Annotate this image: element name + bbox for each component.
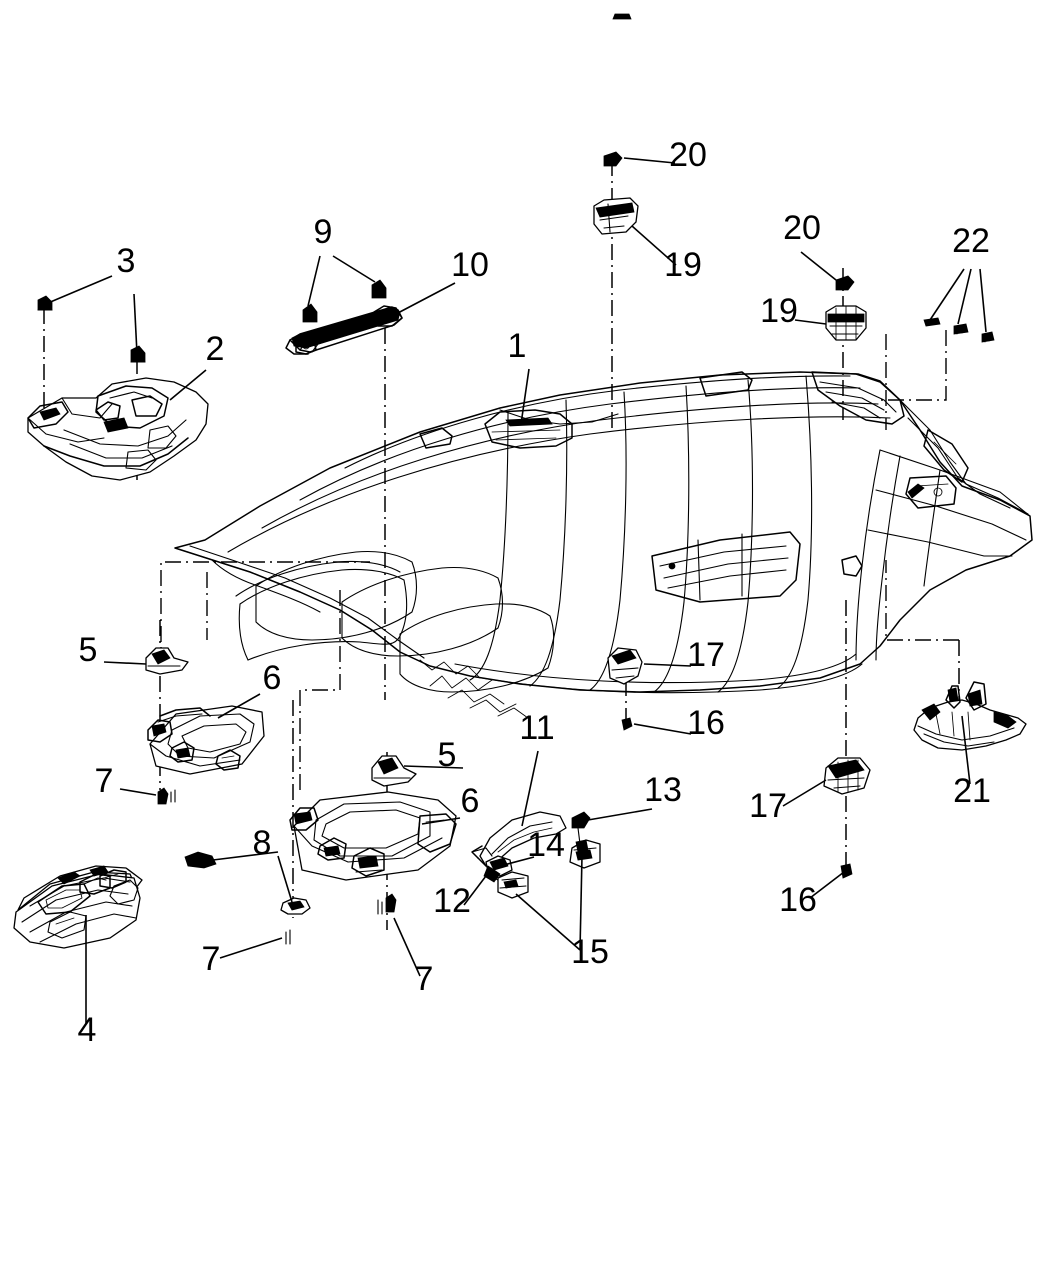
callout-3: 3 <box>117 242 136 280</box>
callout-16-a: 16 <box>687 704 725 742</box>
callout-16-b: 16 <box>779 881 817 919</box>
callout-12: 12 <box>433 882 471 920</box>
callout-numbers: 1 2 3 4 5 5 6 6 7 7 7 8 9 10 11 12 13 14… <box>78 136 991 1049</box>
callout-14: 14 <box>527 826 565 864</box>
sun-visor-right-drawing <box>289 791 457 881</box>
callout-9: 9 <box>314 213 333 251</box>
coat-hook-screw-a-drawing <box>621 717 633 731</box>
sun-visor-left-drawing <box>147 705 265 775</box>
visor-screws-bc-drawing <box>285 893 397 945</box>
lower-trim-bracket-drawing <box>913 681 1027 751</box>
headliner-panel-drawing <box>174 371 1033 719</box>
handle-pin-drawing <box>571 811 591 853</box>
callout-17-b: 17 <box>749 787 787 825</box>
pillar-trim-fastener-drawings <box>923 317 995 343</box>
coat-hook-b-drawing <box>823 757 871 795</box>
callout-20-b: 20 <box>783 209 821 247</box>
lamp-retainer-clip-drawing <box>184 851 311 915</box>
callout-20-a: 20 <box>669 136 707 174</box>
callout-11: 11 <box>519 709 554 747</box>
callout-7-a: 7 <box>95 762 114 800</box>
grab-handle-screws <box>302 279 387 323</box>
callout-19-a: 19 <box>664 246 702 284</box>
callout-15: 15 <box>571 933 609 971</box>
console-retainer-clips <box>37 295 146 363</box>
callout-leader-lines <box>47 157 987 1024</box>
callout-7-b: 7 <box>202 940 221 978</box>
mirror-support-bracket-drawing <box>593 197 639 235</box>
bracket-screw-b-drawing <box>835 275 855 291</box>
visor-support-bracket-right-drawing <box>371 755 417 787</box>
mirror-mount-base-drawing <box>825 305 867 341</box>
coat-hook-a-drawing <box>607 647 643 685</box>
assist-handle-trim-drawing <box>285 305 403 355</box>
assembly-axis-lines <box>43 160 960 930</box>
callout-8: 8 <box>253 824 272 862</box>
bracket-screw-a-drawing <box>603 151 623 167</box>
callout-19-b: 19 <box>760 292 798 330</box>
overhead-console-drawing <box>27 377 209 481</box>
callout-2: 2 <box>206 330 225 368</box>
callout-5-right: 5 <box>438 736 457 774</box>
visor-support-bracket-left-drawing <box>145 647 189 675</box>
callout-22: 22 <box>952 222 990 260</box>
coat-hook-screw-b-drawing <box>840 863 853 879</box>
stray-mark <box>612 13 632 20</box>
callout-7-c: 7 <box>415 960 434 998</box>
dome-lamp-assembly-drawing <box>13 865 143 949</box>
callout-1: 1 <box>508 327 527 365</box>
callout-17-a: 17 <box>687 636 725 674</box>
callout-6-left: 6 <box>263 659 282 697</box>
callout-6-right: 6 <box>461 782 480 820</box>
callout-10: 10 <box>451 246 489 284</box>
callout-5-left: 5 <box>79 631 98 669</box>
callout-4: 4 <box>78 1011 97 1049</box>
callout-13: 13 <box>644 771 682 809</box>
handle-bushing-drawing <box>483 865 501 883</box>
callout-21: 21 <box>953 772 991 810</box>
visor-screw-a-drawing <box>157 787 176 805</box>
